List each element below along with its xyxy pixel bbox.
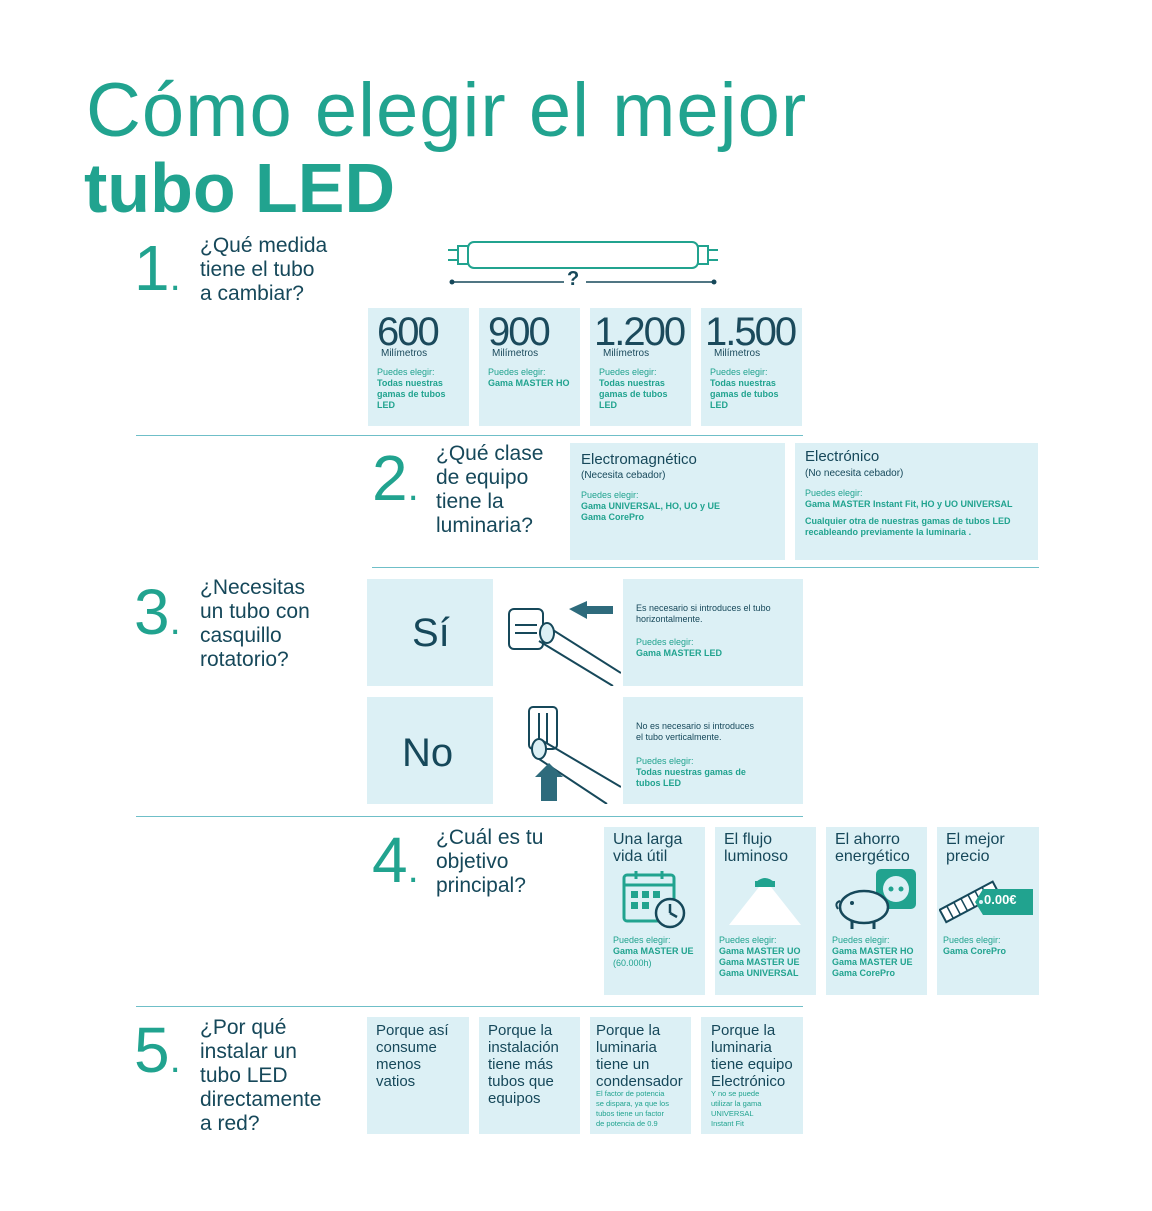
divider bbox=[136, 1006, 803, 1007]
divider bbox=[136, 816, 803, 817]
step-number-1: 1. bbox=[134, 232, 181, 304]
step-number-4: 4. bbox=[372, 824, 419, 896]
led-tube-icon bbox=[448, 241, 718, 285]
lamp-light-icon bbox=[729, 878, 801, 925]
rotating-socket-vertical-icon bbox=[528, 706, 622, 805]
answer-no-label-box: No bbox=[367, 697, 493, 804]
step-number-5: 5. bbox=[134, 1014, 181, 1086]
size-card-900: 900 Milímetros Puedes elegir: Gama MASTE… bbox=[479, 308, 580, 426]
price-tag-label: 0.00€ bbox=[984, 892, 1017, 907]
divider bbox=[372, 567, 1039, 568]
rotating-socket-horizontal-icon bbox=[508, 601, 622, 687]
vertical-insert-illustration bbox=[495, 697, 622, 805]
page-title-line1: Cómo elegir el mejor bbox=[86, 68, 808, 153]
tube-length-unknown: ? bbox=[567, 268, 580, 290]
answer-yes-label-box: Sí bbox=[367, 579, 493, 686]
ballast-card-electronic: Electrónico (No necesita cebador) Puedes… bbox=[795, 443, 1038, 560]
step-number-2: 2. bbox=[372, 442, 419, 514]
calendar-clock-icon bbox=[622, 871, 686, 929]
page-title-line2: tubo LED bbox=[84, 149, 396, 227]
size-card-1500: 1.500 Milímetros Puedes elegir: Todas nu… bbox=[701, 308, 802, 426]
divider bbox=[136, 435, 803, 436]
price-tag-icon bbox=[939, 880, 1033, 924]
size-card-1200: 1.200 Milímetros Puedes elegir: Todas nu… bbox=[590, 308, 691, 426]
ballast-card-electromagnetic: Electromagnético (Necesita cebador) Pued… bbox=[570, 443, 785, 560]
size-card-600: 600 Milímetros Puedes elegir: Todas nues… bbox=[368, 308, 469, 426]
step-number-3: 3. bbox=[134, 576, 181, 648]
horizontal-insert-illustration bbox=[495, 579, 622, 687]
piggy-bank-plug-icon bbox=[835, 869, 916, 929]
